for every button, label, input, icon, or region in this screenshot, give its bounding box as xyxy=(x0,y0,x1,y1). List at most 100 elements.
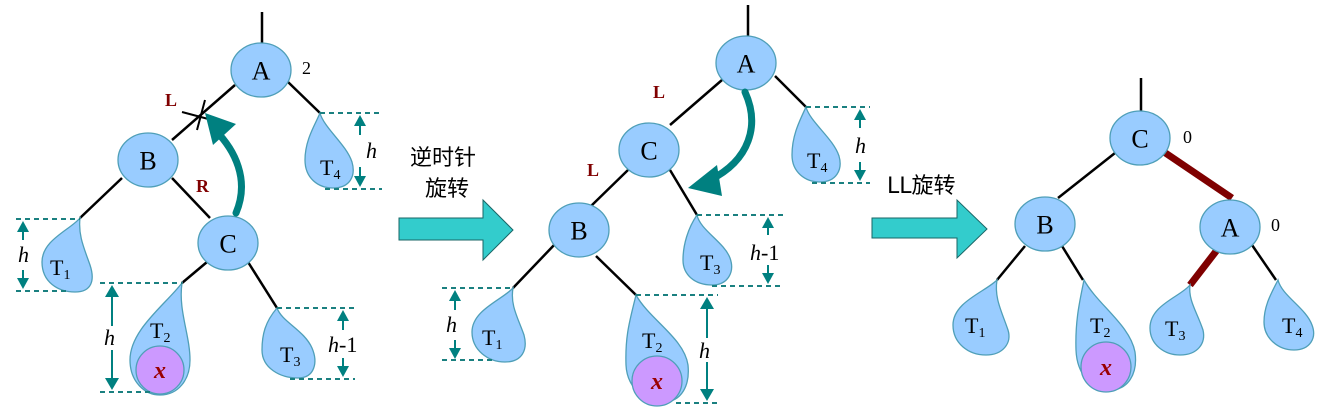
svg-text:h-1: h-1 xyxy=(750,240,779,265)
edge-a-b xyxy=(171,84,236,141)
panel-middle: A C B L L T4 h T3 xyxy=(442,5,870,407)
inserted-node-label: x xyxy=(650,369,663,395)
transition-counter-clockwise: 逆时针 旋转 xyxy=(398,146,514,262)
node-label: C xyxy=(1131,125,1148,154)
height-dim-t2: h xyxy=(102,285,122,390)
height-dim-t2: h xyxy=(697,297,717,401)
node-b: B xyxy=(117,132,179,188)
edge-b-c xyxy=(171,177,211,219)
subtree-label: T4 xyxy=(1282,313,1302,341)
height-dim-t4: h xyxy=(854,109,866,181)
panel-after: C 0 B A 0 T1 T2 x T3 xyxy=(952,78,1315,393)
transition-ll-rotation: LL旋转 xyxy=(871,174,988,260)
height-dim-t1: h xyxy=(17,221,29,289)
rotation-arrow xyxy=(706,88,756,184)
edge-c-b xyxy=(589,169,629,208)
node-label: B xyxy=(1036,211,1053,240)
transition-label: LL旋转 xyxy=(887,174,956,199)
edge-b-t1 xyxy=(512,242,557,289)
subtree-label: T4 xyxy=(320,155,340,183)
rotation-arrow xyxy=(211,126,245,217)
transition-label-line2: 旋转 xyxy=(425,177,469,202)
transition-arrow-icon xyxy=(871,198,988,260)
balance-factor: 0 xyxy=(1271,215,1280,235)
subtree-label: T3 xyxy=(1165,316,1185,344)
subtree-label: T1 xyxy=(50,255,70,283)
node-label: B xyxy=(570,217,587,246)
edge-a-t4 xyxy=(1250,244,1278,281)
subtree-t2: T2 x xyxy=(129,280,191,396)
svg-text:h: h xyxy=(18,242,29,267)
edge-c-a-highlight xyxy=(1162,149,1234,201)
edge-b-t2 xyxy=(1060,245,1085,281)
subtree-label: T4 xyxy=(807,148,827,176)
edge-a-t3-highlight xyxy=(1187,247,1220,288)
height-dim-t4: h xyxy=(354,115,377,187)
subtree-label: T3 xyxy=(700,250,720,278)
subtree-label: T2 xyxy=(1090,313,1110,341)
subtree-t3: T3 xyxy=(261,306,316,379)
subtree-t3: T3 xyxy=(682,213,733,286)
rotation-arrow-head xyxy=(688,165,722,196)
edge-label-l: L xyxy=(165,90,177,110)
subtree-label: T1 xyxy=(965,313,985,341)
edge-label-l: L xyxy=(653,82,665,102)
edge-a-c xyxy=(669,79,723,126)
inserted-node-label: x xyxy=(153,358,166,384)
edge-c-t3 xyxy=(668,169,699,216)
node-label: B xyxy=(139,147,156,176)
node-b: B xyxy=(1014,196,1076,252)
subtree-t4: T4 xyxy=(1263,278,1315,351)
height-dim-t1: h xyxy=(446,290,461,359)
subtree-t1: T1 xyxy=(952,278,1010,356)
svg-text:h: h xyxy=(104,325,115,350)
node-a: A xyxy=(1199,199,1261,255)
edge-b-t2 xyxy=(595,255,637,296)
transition-label-line1: 逆时针 xyxy=(410,146,476,171)
node-a: A xyxy=(715,35,777,91)
subtree-t1: T1 xyxy=(471,285,526,363)
svg-text:h: h xyxy=(366,138,377,163)
subtree-label: T3 xyxy=(280,342,300,370)
edge-label-l: L xyxy=(587,160,599,180)
rotation-arrow-head xyxy=(205,113,236,145)
svg-text:h: h xyxy=(446,312,457,337)
subtree-label: T1 xyxy=(482,325,502,353)
cut-mark xyxy=(196,99,206,131)
subtree-t3: T3 xyxy=(1149,282,1205,356)
svg-text:h-1: h-1 xyxy=(328,332,357,357)
node-a: A xyxy=(230,42,292,98)
inserted-node xyxy=(1080,341,1132,393)
edge-a-t4 xyxy=(287,81,321,114)
node-c: C xyxy=(618,122,680,178)
node-label: C xyxy=(219,230,236,259)
svg-text:h: h xyxy=(855,133,866,158)
node-label: A xyxy=(252,57,271,86)
edge-c-t3 xyxy=(246,261,279,309)
node-label: A xyxy=(1221,214,1240,243)
subtree-label: T2 xyxy=(642,328,662,356)
inserted-node xyxy=(135,345,185,395)
edge-label-r: R xyxy=(196,176,210,196)
edge-c-t2 xyxy=(181,261,208,284)
panel-before: A 2 B C L R T4 h xyxy=(16,12,382,396)
height-dim-t3: h-1 xyxy=(750,217,779,284)
inserted-node xyxy=(631,355,683,407)
node-b: B xyxy=(548,202,610,258)
node-c: C xyxy=(197,215,259,271)
subtree-t4: T4 xyxy=(791,105,841,183)
subtree-label: T2 xyxy=(150,318,170,346)
balance-factor: 0 xyxy=(1183,127,1192,147)
node-c: C xyxy=(1109,110,1171,166)
subtree-t2: T2 x xyxy=(625,293,689,407)
node-label: A xyxy=(737,50,756,79)
svg-text:h: h xyxy=(699,338,710,363)
edge-c-b xyxy=(1057,152,1116,199)
balance-factor: 2 xyxy=(302,58,311,78)
transition-arrow-icon xyxy=(398,198,514,262)
edge-b-t1 xyxy=(79,177,123,219)
edge-a-t4 xyxy=(774,75,807,108)
subtree-t4: T4 xyxy=(304,110,354,189)
subtree-t1: T1 xyxy=(41,215,93,293)
